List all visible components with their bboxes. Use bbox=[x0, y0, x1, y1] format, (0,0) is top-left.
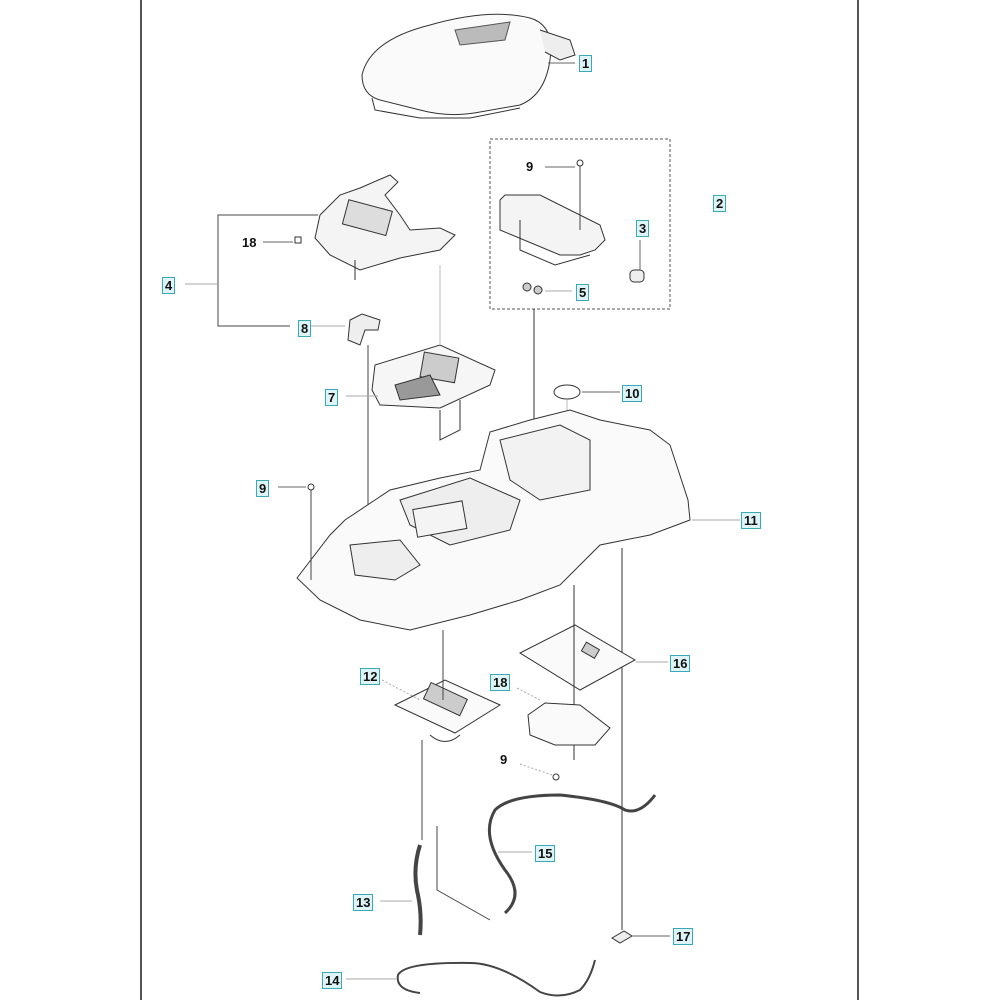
part-top-cover[interactable] bbox=[361, 13, 576, 119]
part-circuit-board-16[interactable] bbox=[518, 624, 637, 691]
callout-13[interactable]: 13 bbox=[353, 894, 374, 911]
callout-16[interactable]: 16 bbox=[670, 655, 691, 672]
callout-12[interactable]: 12 bbox=[360, 668, 381, 685]
part-cable-14[interactable] bbox=[396, 959, 596, 997]
callout-2[interactable]: 2 bbox=[713, 195, 727, 212]
screw-9-body[interactable] bbox=[307, 483, 315, 491]
part-clip-17[interactable] bbox=[611, 930, 633, 944]
part-cable-15[interactable] bbox=[487, 793, 657, 915]
callout-10[interactable]: 10 bbox=[622, 385, 643, 402]
part-18-nut[interactable] bbox=[294, 236, 302, 244]
callout-4[interactable]: 4 bbox=[162, 277, 176, 294]
leader-line bbox=[516, 687, 541, 701]
screw-9[interactable] bbox=[576, 159, 584, 167]
callout-9-top: 9 bbox=[526, 159, 534, 174]
callout-11[interactable]: 11 bbox=[741, 512, 761, 529]
part-handle-bracket[interactable] bbox=[499, 194, 606, 266]
part-display-plate-12[interactable] bbox=[393, 679, 502, 742]
screw-9-lower[interactable] bbox=[552, 773, 560, 781]
callout-1[interactable]: 1 bbox=[579, 55, 593, 72]
part-keypad-overlay-7[interactable] bbox=[371, 344, 496, 441]
part-main-body-11[interactable] bbox=[296, 409, 691, 631]
callout-18-lower[interactable]: 18 bbox=[490, 674, 511, 691]
callout-9-lower: 9 bbox=[500, 752, 508, 767]
callout-5[interactable]: 5 bbox=[576, 284, 590, 301]
frame-border-right bbox=[857, 0, 859, 1000]
callout-7[interactable]: 7 bbox=[325, 389, 339, 406]
part-handle-assembly[interactable] bbox=[314, 174, 456, 280]
part-disc-10[interactable] bbox=[553, 384, 581, 400]
leader-line bbox=[519, 763, 553, 776]
part-cable-13[interactable] bbox=[413, 844, 423, 936]
part-springs-5[interactable] bbox=[522, 282, 543, 295]
part-lower-cover-18[interactable] bbox=[527, 702, 611, 746]
leader-line bbox=[381, 679, 421, 701]
leader-line bbox=[436, 826, 491, 921]
frame-border-left bbox=[140, 0, 142, 1000]
callout-18-top: 18 bbox=[242, 235, 257, 250]
callout-3[interactable]: 3 bbox=[636, 220, 650, 237]
callout-15[interactable]: 15 bbox=[535, 845, 556, 862]
callout-17[interactable]: 17 bbox=[673, 928, 694, 945]
callout-9-body[interactable]: 9 bbox=[256, 480, 270, 497]
callout-8[interactable]: 8 bbox=[298, 320, 312, 337]
group-bracket-line bbox=[217, 214, 318, 327]
assembly-group-box bbox=[489, 138, 671, 310]
callout-14[interactable]: 14 bbox=[322, 972, 343, 989]
part-clip-8[interactable] bbox=[347, 313, 381, 346]
part-cap-3[interactable] bbox=[629, 269, 645, 283]
